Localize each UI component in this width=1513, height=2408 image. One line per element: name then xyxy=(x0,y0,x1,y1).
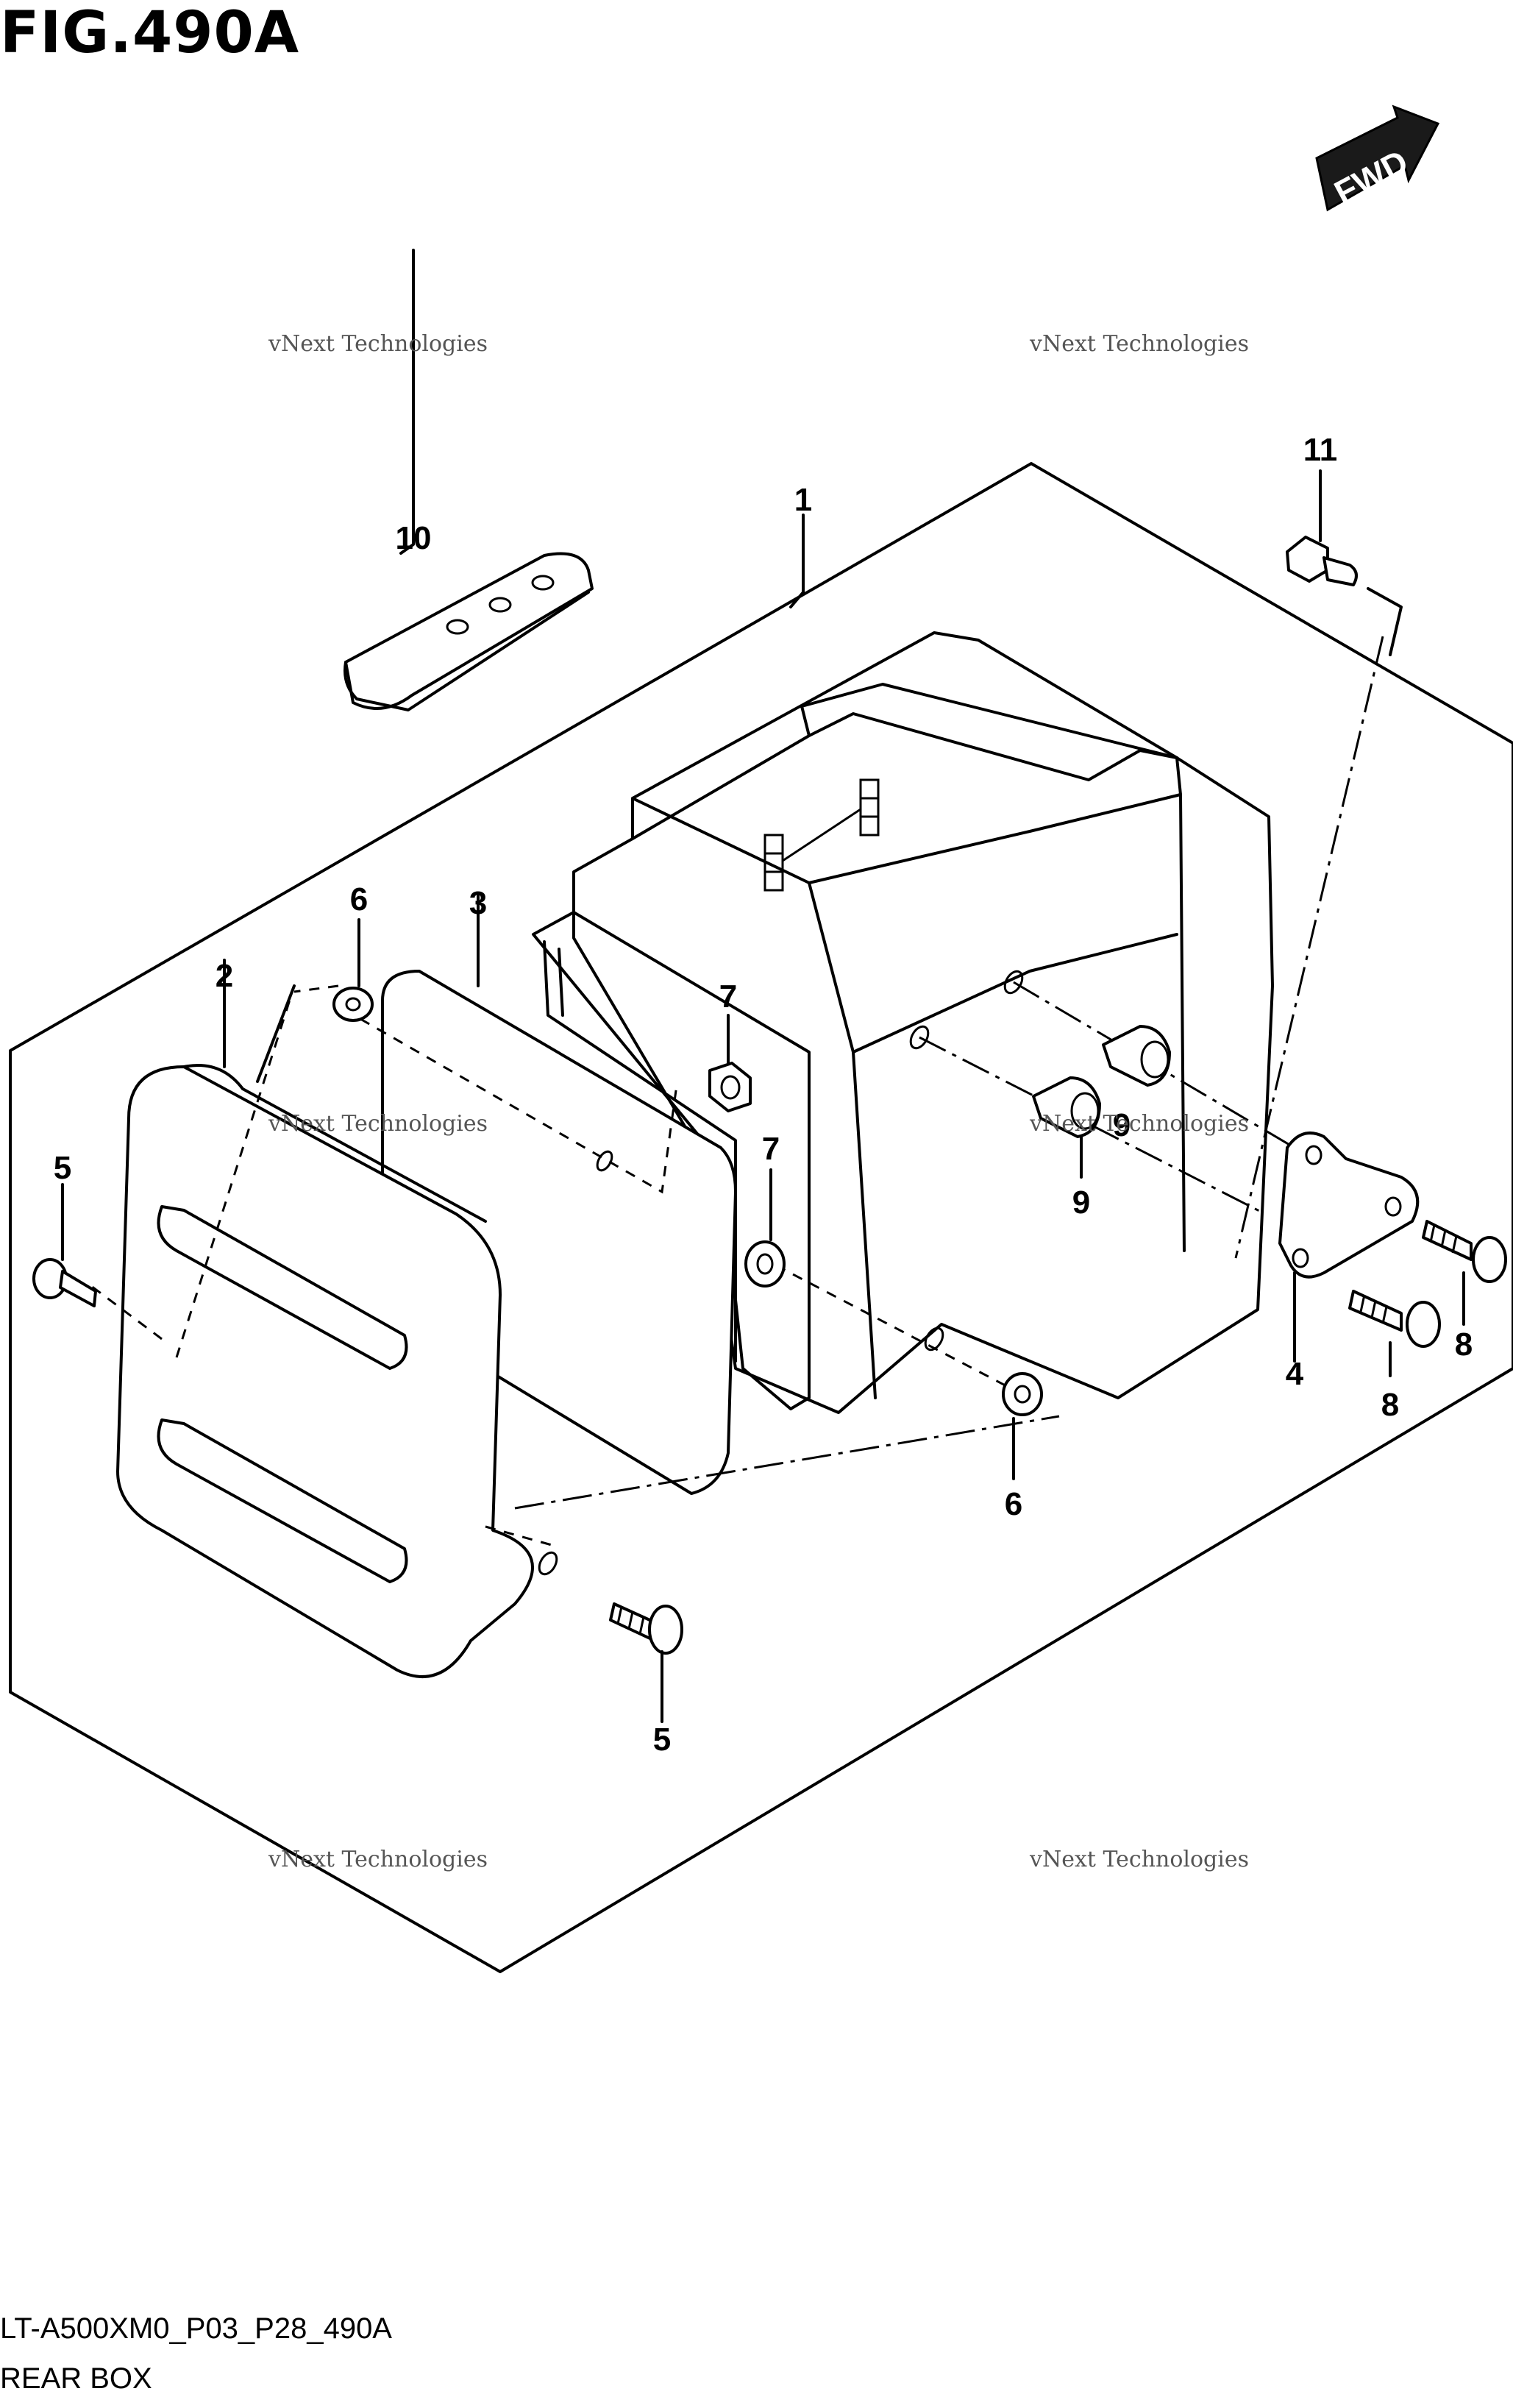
callout-11: 11 xyxy=(1303,432,1338,468)
assembly-line-g xyxy=(514,1415,1060,1510)
assembly-line-e xyxy=(775,1264,1016,1392)
part-11-flange-bolt xyxy=(1286,469,1358,586)
assembly-line-b xyxy=(293,984,339,993)
part-9-grommet-lower xyxy=(1032,1076,1101,1179)
figure-code: LT-A500XM0_P03_P28_490A xyxy=(0,2312,392,2345)
callout-7-lower: 7 xyxy=(761,1131,780,1167)
bracket-line-right xyxy=(1367,587,1403,656)
part-7-nut-upper xyxy=(708,1014,752,1112)
part-8-bolt-lower xyxy=(1348,1290,1441,1377)
part-5-screw-left xyxy=(32,1183,97,1307)
part-8-bolt-right xyxy=(1422,1220,1507,1326)
assembly-boundary xyxy=(9,462,1513,1973)
part-2-cover xyxy=(116,959,558,1678)
callout-9-lower: 9 xyxy=(1072,1185,1091,1221)
part-5-screw-lower xyxy=(609,1602,683,1723)
callout-6-upper: 6 xyxy=(349,881,369,917)
callout-6-lower: 6 xyxy=(1004,1486,1023,1522)
callout-7-upper: 7 xyxy=(719,979,738,1015)
bracket-line-left xyxy=(256,984,296,1083)
part-7-nut-lower xyxy=(744,1168,786,1288)
assembly-line-c xyxy=(88,1282,163,1340)
callout-3: 3 xyxy=(469,885,488,921)
assembly-line-j xyxy=(1234,636,1384,1259)
assembly-line-h xyxy=(919,1036,1266,1215)
assembly-line-d xyxy=(175,985,296,1358)
fwd-direction-badge: FWD xyxy=(1315,104,1440,212)
callout-4: 4 xyxy=(1285,1356,1304,1392)
figure-title: FIG.490A xyxy=(0,0,300,66)
callout-2: 2 xyxy=(215,958,234,994)
part-6-washer-upper xyxy=(332,918,374,1022)
part-1-rear-box xyxy=(532,514,1274,1414)
figure-name: REAR BOX xyxy=(0,2362,152,2395)
callout-8-right: 8 xyxy=(1454,1326,1473,1363)
callout-1: 1 xyxy=(794,482,813,518)
part-6-washer-lower xyxy=(1002,1372,1043,1480)
assembly-line-a xyxy=(360,1017,678,1194)
callout-9-upper: 9 xyxy=(1112,1107,1131,1143)
callout-5-lower: 5 xyxy=(652,1722,672,1758)
callout-8-lower: 8 xyxy=(1381,1387,1400,1423)
part-4-bracket xyxy=(1278,1132,1420,1363)
callout-10: 10 xyxy=(395,520,432,556)
callout-5-left: 5 xyxy=(53,1150,72,1186)
part-9-grommet-upper xyxy=(1102,1025,1171,1087)
part-10-strap xyxy=(343,249,594,711)
